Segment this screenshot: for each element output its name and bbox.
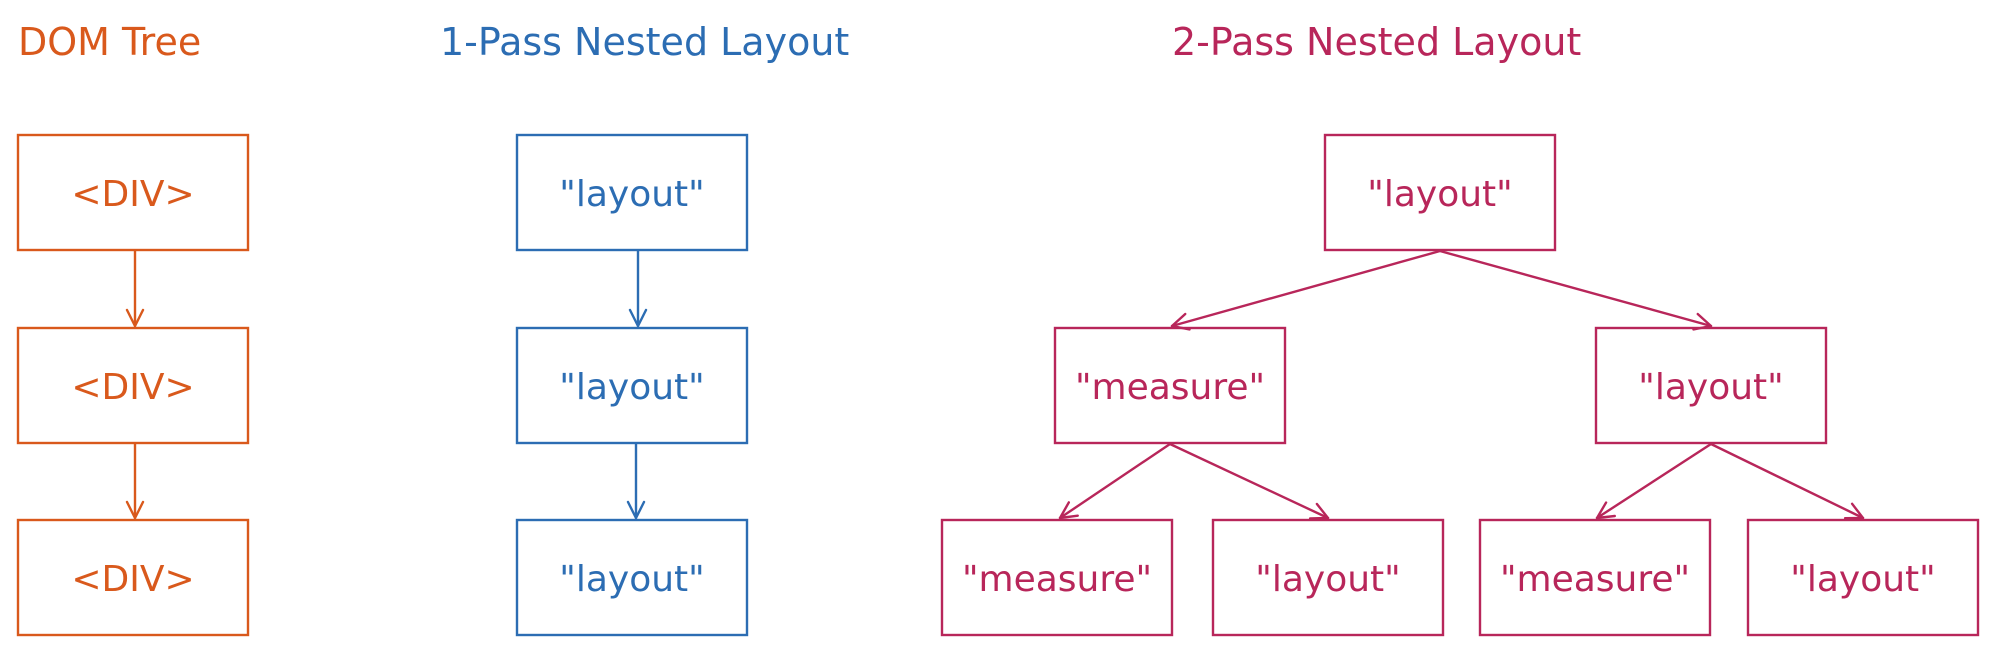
- two-pass-leaf-4-label: "layout": [1790, 559, 1935, 600]
- two-pass-column: 2-Pass Nested Layout "layout" "measure" …: [940, 20, 1980, 637]
- one-pass-node-1: "layout": [515, 133, 749, 252]
- two-pass-root-label: "layout": [1367, 174, 1512, 215]
- two-pass-arrow-layout-leaf3: [1595, 442, 1713, 520]
- two-pass-arrow-layout-leaf4: [1709, 442, 1865, 520]
- one-pass-column: 1-Pass Nested Layout "layout" "layout" "…: [440, 20, 849, 637]
- two-pass-arrow-measure-leaf2: [1168, 442, 1330, 520]
- two-pass-arrow-measure-leaf1: [1058, 442, 1172, 520]
- two-pass-arrow-root-measure: [1170, 249, 1442, 331]
- one-pass-node-2-label: "layout": [559, 367, 704, 408]
- two-pass-layout-l2: "layout": [1594, 326, 1828, 445]
- one-pass-node-1-label: "layout": [559, 174, 704, 215]
- two-pass-leaf-1-label: "measure": [962, 559, 1152, 600]
- two-pass-leaf-3: "measure": [1478, 518, 1712, 637]
- dom-tree-column: DOM Tree <DIV> <DIV> <DIV>: [16, 20, 250, 637]
- dom-node-2: <DIV>: [16, 326, 250, 445]
- dom-node-1: <DIV>: [16, 133, 250, 252]
- two-pass-layout-l2-label: "layout": [1638, 367, 1783, 408]
- one-pass-node-3-label: "layout": [559, 559, 704, 600]
- dom-tree-title: DOM Tree: [18, 20, 201, 64]
- two-pass-arrow-root-layout: [1438, 249, 1713, 331]
- dom-node-2-label: <DIV>: [71, 367, 194, 408]
- two-pass-leaf-3-label: "measure": [1500, 559, 1690, 600]
- dom-node-3: <DIV>: [16, 518, 250, 637]
- one-pass-node-2: "layout": [515, 326, 749, 445]
- two-pass-leaf-4: "layout": [1746, 518, 1980, 637]
- two-pass-root: "layout": [1323, 133, 1557, 252]
- one-pass-title: 1-Pass Nested Layout: [440, 20, 849, 64]
- dom-node-1-label: <DIV>: [71, 174, 194, 215]
- two-pass-title: 2-Pass Nested Layout: [1172, 20, 1581, 64]
- two-pass-leaf-1: "measure": [940, 518, 1174, 637]
- two-pass-leaf-2-label: "layout": [1255, 559, 1400, 600]
- one-pass-node-3: "layout": [515, 518, 749, 637]
- two-pass-leaf-2: "layout": [1211, 518, 1445, 637]
- two-pass-measure-l2-label: "measure": [1075, 367, 1265, 408]
- dom-node-3-label: <DIV>: [71, 559, 194, 600]
- two-pass-measure-l2: "measure": [1053, 326, 1287, 445]
